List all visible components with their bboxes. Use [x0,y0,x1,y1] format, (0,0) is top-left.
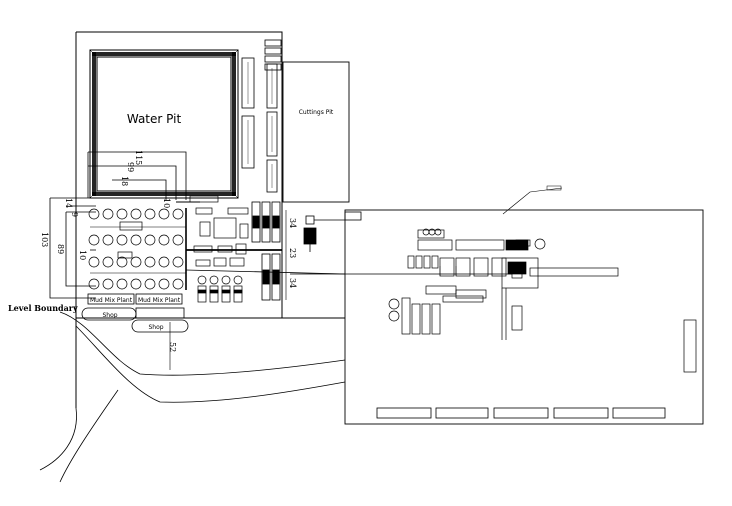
dim-103: 103 [40,232,49,247]
dim-52: 52 [168,342,177,352]
dim-89: 89 [56,244,65,254]
water-pit-label: Water Pit [127,112,182,126]
tank-column [241,57,278,193]
tank-bank-lower [197,275,243,303]
dim-115: 115 [134,150,143,165]
dim-10: 10 [78,250,87,260]
level-boundary-curves [39,311,346,483]
center-equipment [189,195,249,267]
right-pad-equipment [388,228,697,373]
level-boundary-label: Level Boundary [8,303,78,313]
mud-mix-plant-2: Mud Mix Plant [135,293,183,305]
bottom-bays [376,407,666,419]
dim-10-small: 10 [162,198,171,208]
right-pad-cut-lines [439,266,457,276]
cuttings-pit: Cuttings Pit [282,61,350,203]
shop-2: Shop [131,307,189,333]
water-pit: Water Pit [89,49,239,199]
dim-23: 23 [288,248,297,258]
dimension-labels: 115 99 18 103 89 14 9 10 10 [40,150,171,260]
pipe-connection [303,211,362,252]
small-tanks-top [264,39,282,71]
storage-row-top [88,208,186,246]
dim-9: 9 [70,212,79,217]
mud-mix-plant-1: Mud Mix Plant [87,293,135,305]
shop-2-label: Shop [148,324,163,331]
mud-mix-plant-1-label: Mud Mix Plant [90,297,133,304]
center-dim-lines [169,210,287,370]
dim-99: 99 [126,162,135,172]
dim-34-upper: 34 [288,218,297,228]
mud-mix-plant-2-label: Mud Mix Plant [138,297,181,304]
dim-14: 14 [64,198,73,208]
generator-stack-lower [261,253,281,301]
left-site-boundary [75,31,345,408]
storage-row-bottom [88,251,186,290]
dim-18: 18 [120,176,129,186]
right-pad [344,185,704,425]
dim-34-lower: 34 [288,278,297,288]
generator-stack-upper [251,201,281,243]
shop-1-label: Shop [102,312,117,319]
center-dimension-labels: 34 23 34 52 [168,218,297,352]
cuttings-pit-label: Cuttings Pit [299,109,334,116]
dimension-lines [49,151,187,299]
